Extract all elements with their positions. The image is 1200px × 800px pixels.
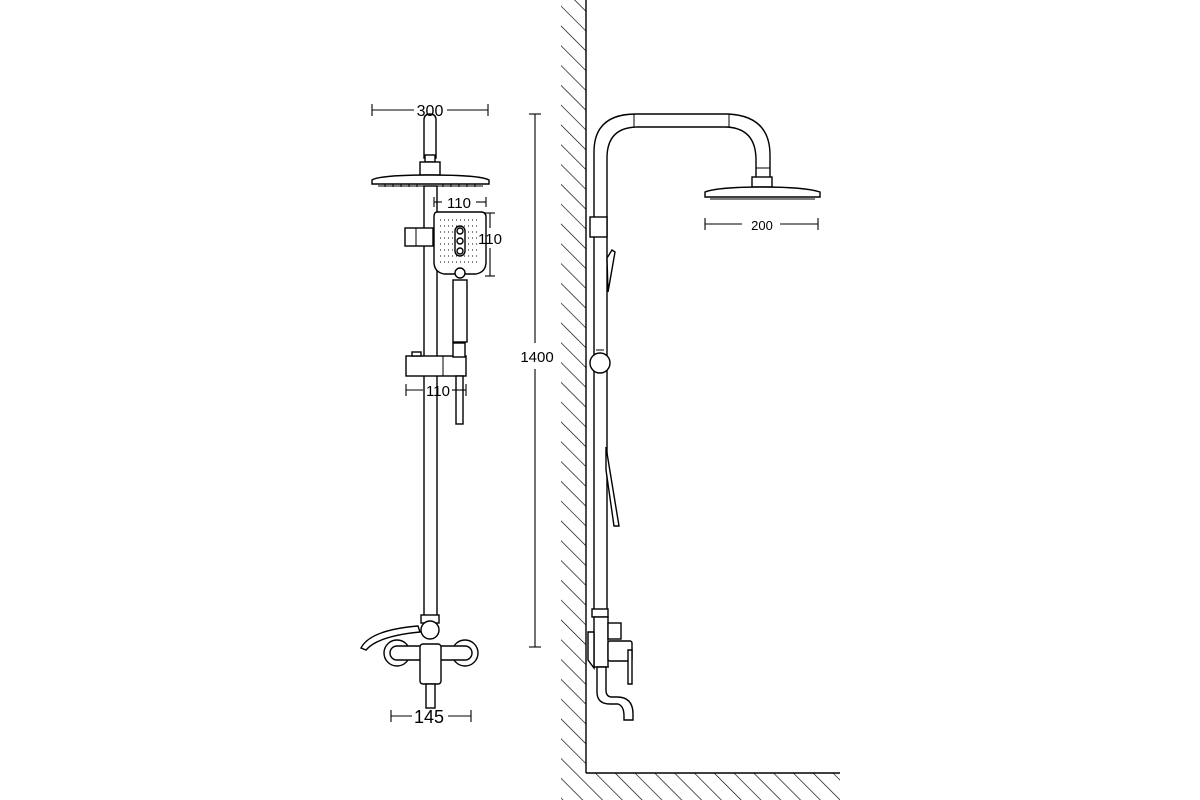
front-top-collar <box>424 154 436 163</box>
front-top-pipe <box>423 113 437 159</box>
dim-label-145: 145 <box>414 707 444 727</box>
dim-label-1400: 1400 <box>520 349 553 366</box>
side-view: 200 <box>587 113 821 721</box>
side-spout <box>596 666 634 721</box>
side-rain-head <box>704 176 821 200</box>
dim-handheld-width: 110 <box>433 195 487 212</box>
wall-and-floor <box>561 0 840 800</box>
front-slider-holder <box>405 342 467 377</box>
side-mixer <box>587 616 633 685</box>
dim-mixer-width: 145 <box>390 707 472 727</box>
front-upper-bracket <box>404 227 434 247</box>
floor-hatch <box>586 773 840 800</box>
front-spout <box>360 625 421 651</box>
dim-handheld-height: 110 <box>478 212 502 277</box>
side-arch-inner <box>606 126 757 610</box>
side-slider-knob <box>589 352 611 374</box>
dim-slider-width: 110 <box>405 383 467 400</box>
front-diverter-knob <box>420 620 440 640</box>
dim-label-200: 200 <box>751 218 773 233</box>
side-arch-outer <box>593 113 771 610</box>
front-mixer <box>383 639 479 709</box>
wall-hatch <box>561 0 586 800</box>
side-hose <box>605 446 620 527</box>
side-handheld-shower <box>606 249 616 293</box>
dim-label-300: 300 <box>417 103 444 120</box>
dim-head-width-side: 200 <box>704 218 819 233</box>
dim-head-width-front: 300 <box>371 103 489 120</box>
side-lower-collar <box>591 608 609 618</box>
side-wall-bracket <box>589 216 608 238</box>
dim-total-height: 1400 <box>520 113 554 648</box>
front-view: 300 110 110 110 <box>360 103 502 727</box>
dim-label-handheld-width: 110 <box>447 195 471 212</box>
front-head-connector <box>419 161 441 176</box>
front-handheld-shower <box>433 211 487 425</box>
dim-label-handheld-height: 110 <box>478 231 502 248</box>
dim-label-slider-width: 110 <box>426 383 450 400</box>
front-rain-head <box>371 174 490 187</box>
